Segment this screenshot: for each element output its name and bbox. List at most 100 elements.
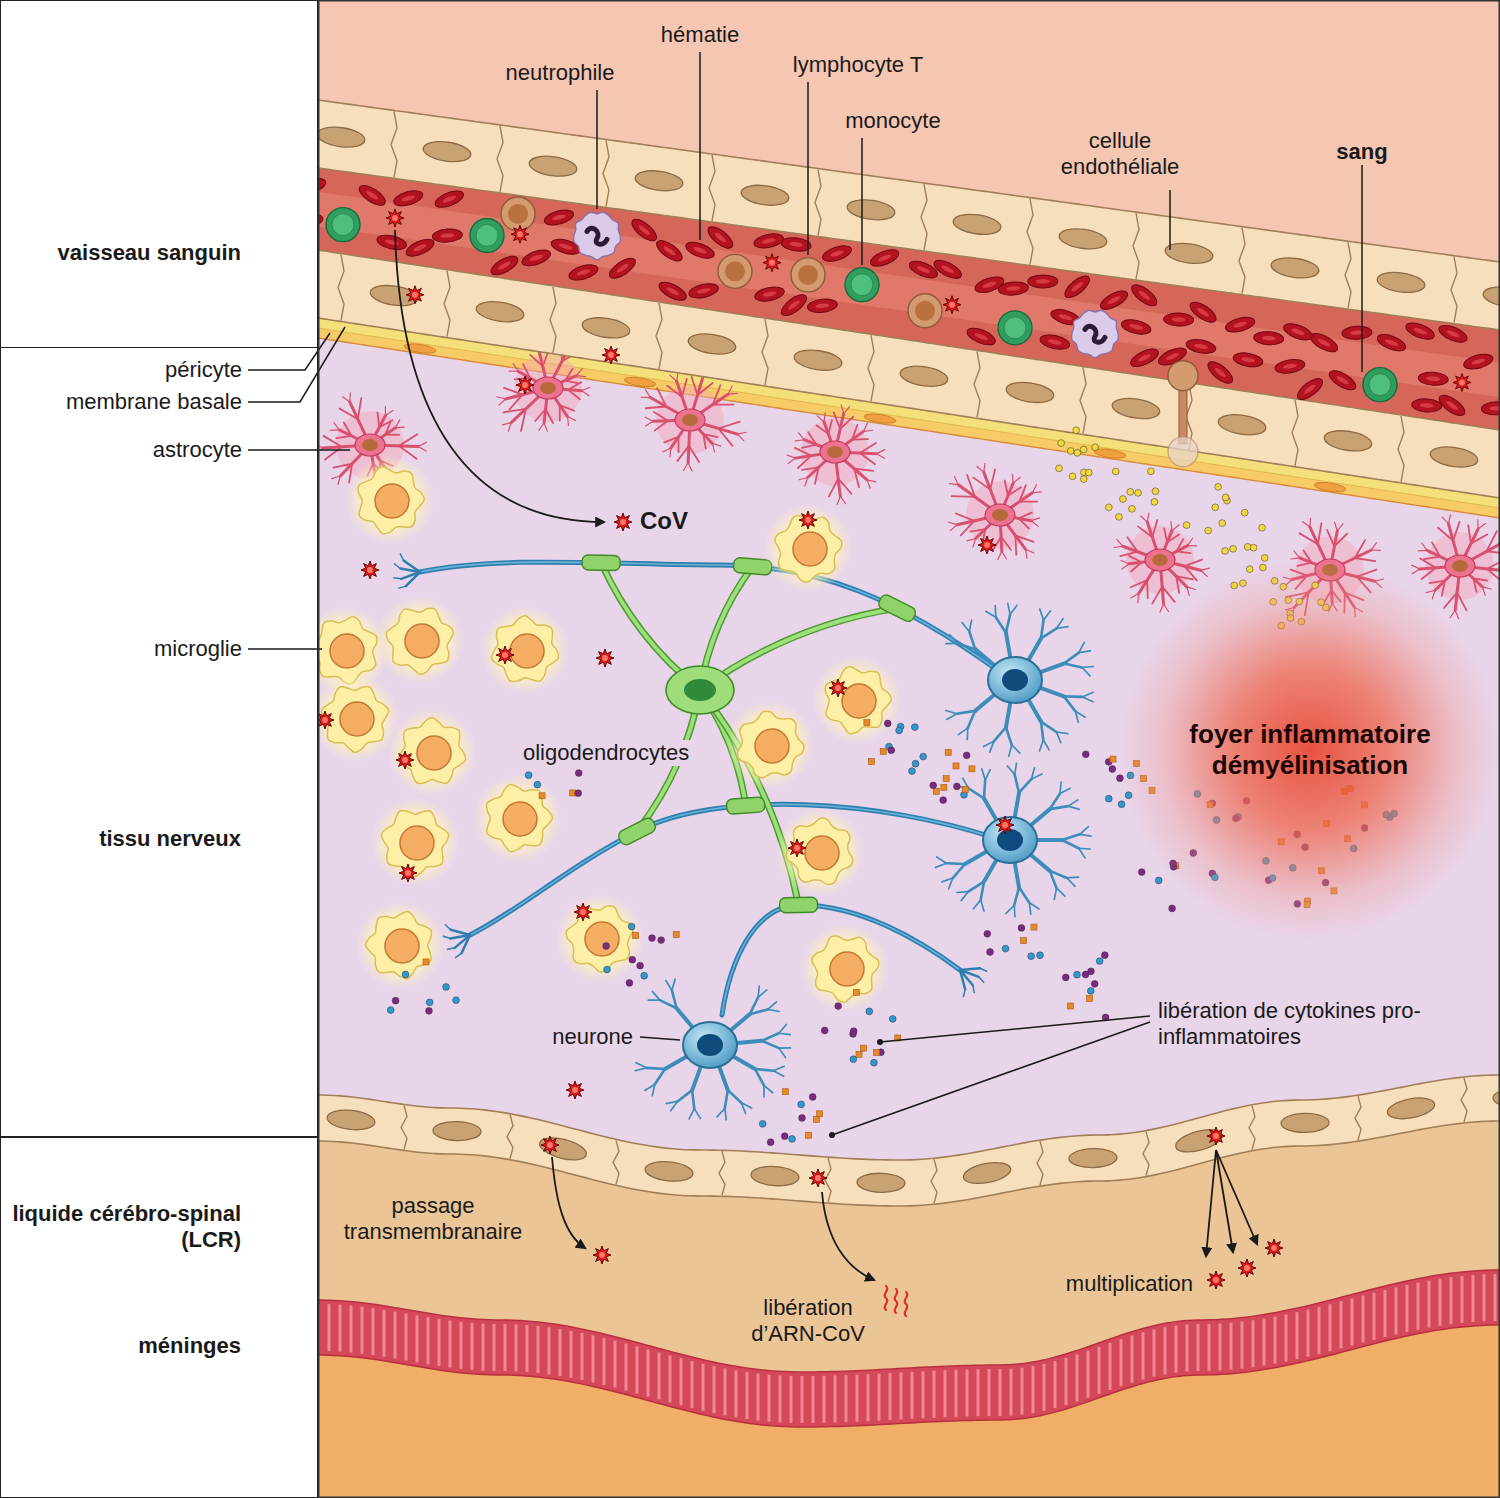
red-blood-cell xyxy=(520,247,553,269)
cytokine xyxy=(866,1008,873,1015)
red-blood-cell xyxy=(1224,314,1256,334)
red-blood-cell-body xyxy=(1404,320,1437,343)
virus-core xyxy=(620,519,626,525)
astrocyte-process xyxy=(358,398,361,419)
meningeal-stripe xyxy=(647,1349,650,1396)
virus-particle xyxy=(318,711,334,729)
cell-border xyxy=(1080,367,1086,433)
astrocyte-process xyxy=(1015,536,1018,555)
cytokine xyxy=(912,760,919,767)
cell-border xyxy=(1239,228,1245,294)
astrocyte-process xyxy=(399,446,417,459)
red-blood-cell-body xyxy=(780,236,811,253)
astrocyte-process xyxy=(838,479,851,494)
meningeal-stripe xyxy=(1208,1324,1211,1371)
meningeal-stripe xyxy=(1142,1332,1145,1379)
microglia-nucleus xyxy=(385,929,419,963)
cytokine xyxy=(920,753,927,760)
cytokine xyxy=(1241,509,1248,516)
cytokine xyxy=(809,1094,816,1101)
monocyte-nucleus xyxy=(1369,374,1391,396)
red-blood-cell xyxy=(567,262,599,283)
cell-border xyxy=(1355,1096,1361,1140)
dendrite xyxy=(1019,887,1029,902)
virus-particle xyxy=(809,1169,827,1187)
vessel-lumen xyxy=(318,165,1500,432)
microglia-halo xyxy=(764,504,852,592)
red-blood-cell xyxy=(1185,337,1217,355)
red-blood-cell-body xyxy=(1437,322,1470,346)
dendrite xyxy=(1009,745,1012,756)
astrocyte-process xyxy=(1032,485,1036,493)
astrocyte-process xyxy=(1412,565,1420,569)
cytokine xyxy=(963,752,970,759)
virus-particle xyxy=(996,816,1014,834)
astrocyte-process xyxy=(1138,526,1152,537)
red-blood-cell xyxy=(1120,317,1152,336)
white-blood-cell xyxy=(326,208,360,242)
red-blood-cell xyxy=(404,236,437,260)
dendrite xyxy=(1082,666,1093,669)
white-blood-cell xyxy=(1071,310,1118,358)
cytokine xyxy=(871,1059,878,1066)
cell-nucleus xyxy=(581,315,631,341)
astrocyte-process xyxy=(1442,581,1445,596)
red-blood-cell xyxy=(1294,375,1326,404)
meningeal-stripe xyxy=(427,1317,430,1364)
virus-spikes xyxy=(799,511,817,529)
cytokine xyxy=(1037,952,1044,959)
astrocyte-process xyxy=(970,529,985,532)
astrocyte-process xyxy=(703,434,705,448)
cytokine xyxy=(969,766,975,772)
red-blood-cell xyxy=(1326,367,1358,394)
astrocyte-process xyxy=(539,423,544,430)
cytokine xyxy=(649,935,656,942)
red-blood-cell-center xyxy=(982,281,997,289)
astrocyte-process xyxy=(713,404,734,406)
red-blood-cell-body xyxy=(1128,345,1161,370)
dendrite xyxy=(758,990,767,998)
meningeal-stripe xyxy=(372,1308,375,1355)
leader-line xyxy=(1169,190,1171,250)
cytokine xyxy=(1062,974,1069,981)
red-blood-cell-body xyxy=(404,236,437,260)
red-blood-cell-center xyxy=(1070,281,1084,293)
cytokine xyxy=(813,1116,819,1122)
red-blood-cell-center xyxy=(1137,353,1152,363)
virus-label: CoV xyxy=(637,507,691,536)
meningeal-stripe xyxy=(768,1375,771,1422)
virus-particle xyxy=(399,864,417,882)
astrocyte-process xyxy=(1127,537,1137,552)
red-blood-cell-body xyxy=(907,258,940,282)
cytokine xyxy=(940,797,947,804)
cytokine xyxy=(658,937,665,944)
meningeal-stripe xyxy=(1175,1326,1178,1373)
cell-border xyxy=(709,155,715,221)
dendrite xyxy=(1012,745,1020,753)
red-blood-cell xyxy=(998,281,1029,297)
meningeal-stripe xyxy=(658,1352,661,1399)
red-blood-cell-center xyxy=(877,253,892,262)
red-blood-cell-center xyxy=(1413,326,1428,335)
cell-border xyxy=(1249,1106,1255,1150)
oligodendrocyte-body xyxy=(666,666,734,714)
meningeal-stripe xyxy=(1428,1281,1431,1328)
astrocyte-process xyxy=(961,521,974,535)
astrocyte-process xyxy=(728,393,737,395)
part-label: membrane basale xyxy=(66,389,242,415)
astrocyte-process xyxy=(984,463,985,472)
astrocyte-process xyxy=(565,369,573,381)
astrocyte-process xyxy=(877,454,885,459)
cytokine xyxy=(1138,869,1145,876)
dendrite xyxy=(1006,615,1010,633)
meningeal-stripe xyxy=(1076,1354,1079,1401)
astrocyte-process xyxy=(663,448,671,452)
virus-core xyxy=(392,215,398,221)
microglia-nucleus xyxy=(585,922,619,956)
red-blood-cell-body xyxy=(684,239,717,261)
astrocyte-process xyxy=(645,417,653,421)
astrocyte-process xyxy=(678,437,680,452)
cytokine xyxy=(1169,905,1176,912)
microglia-body xyxy=(491,616,558,682)
wall-edge xyxy=(318,315,1500,500)
